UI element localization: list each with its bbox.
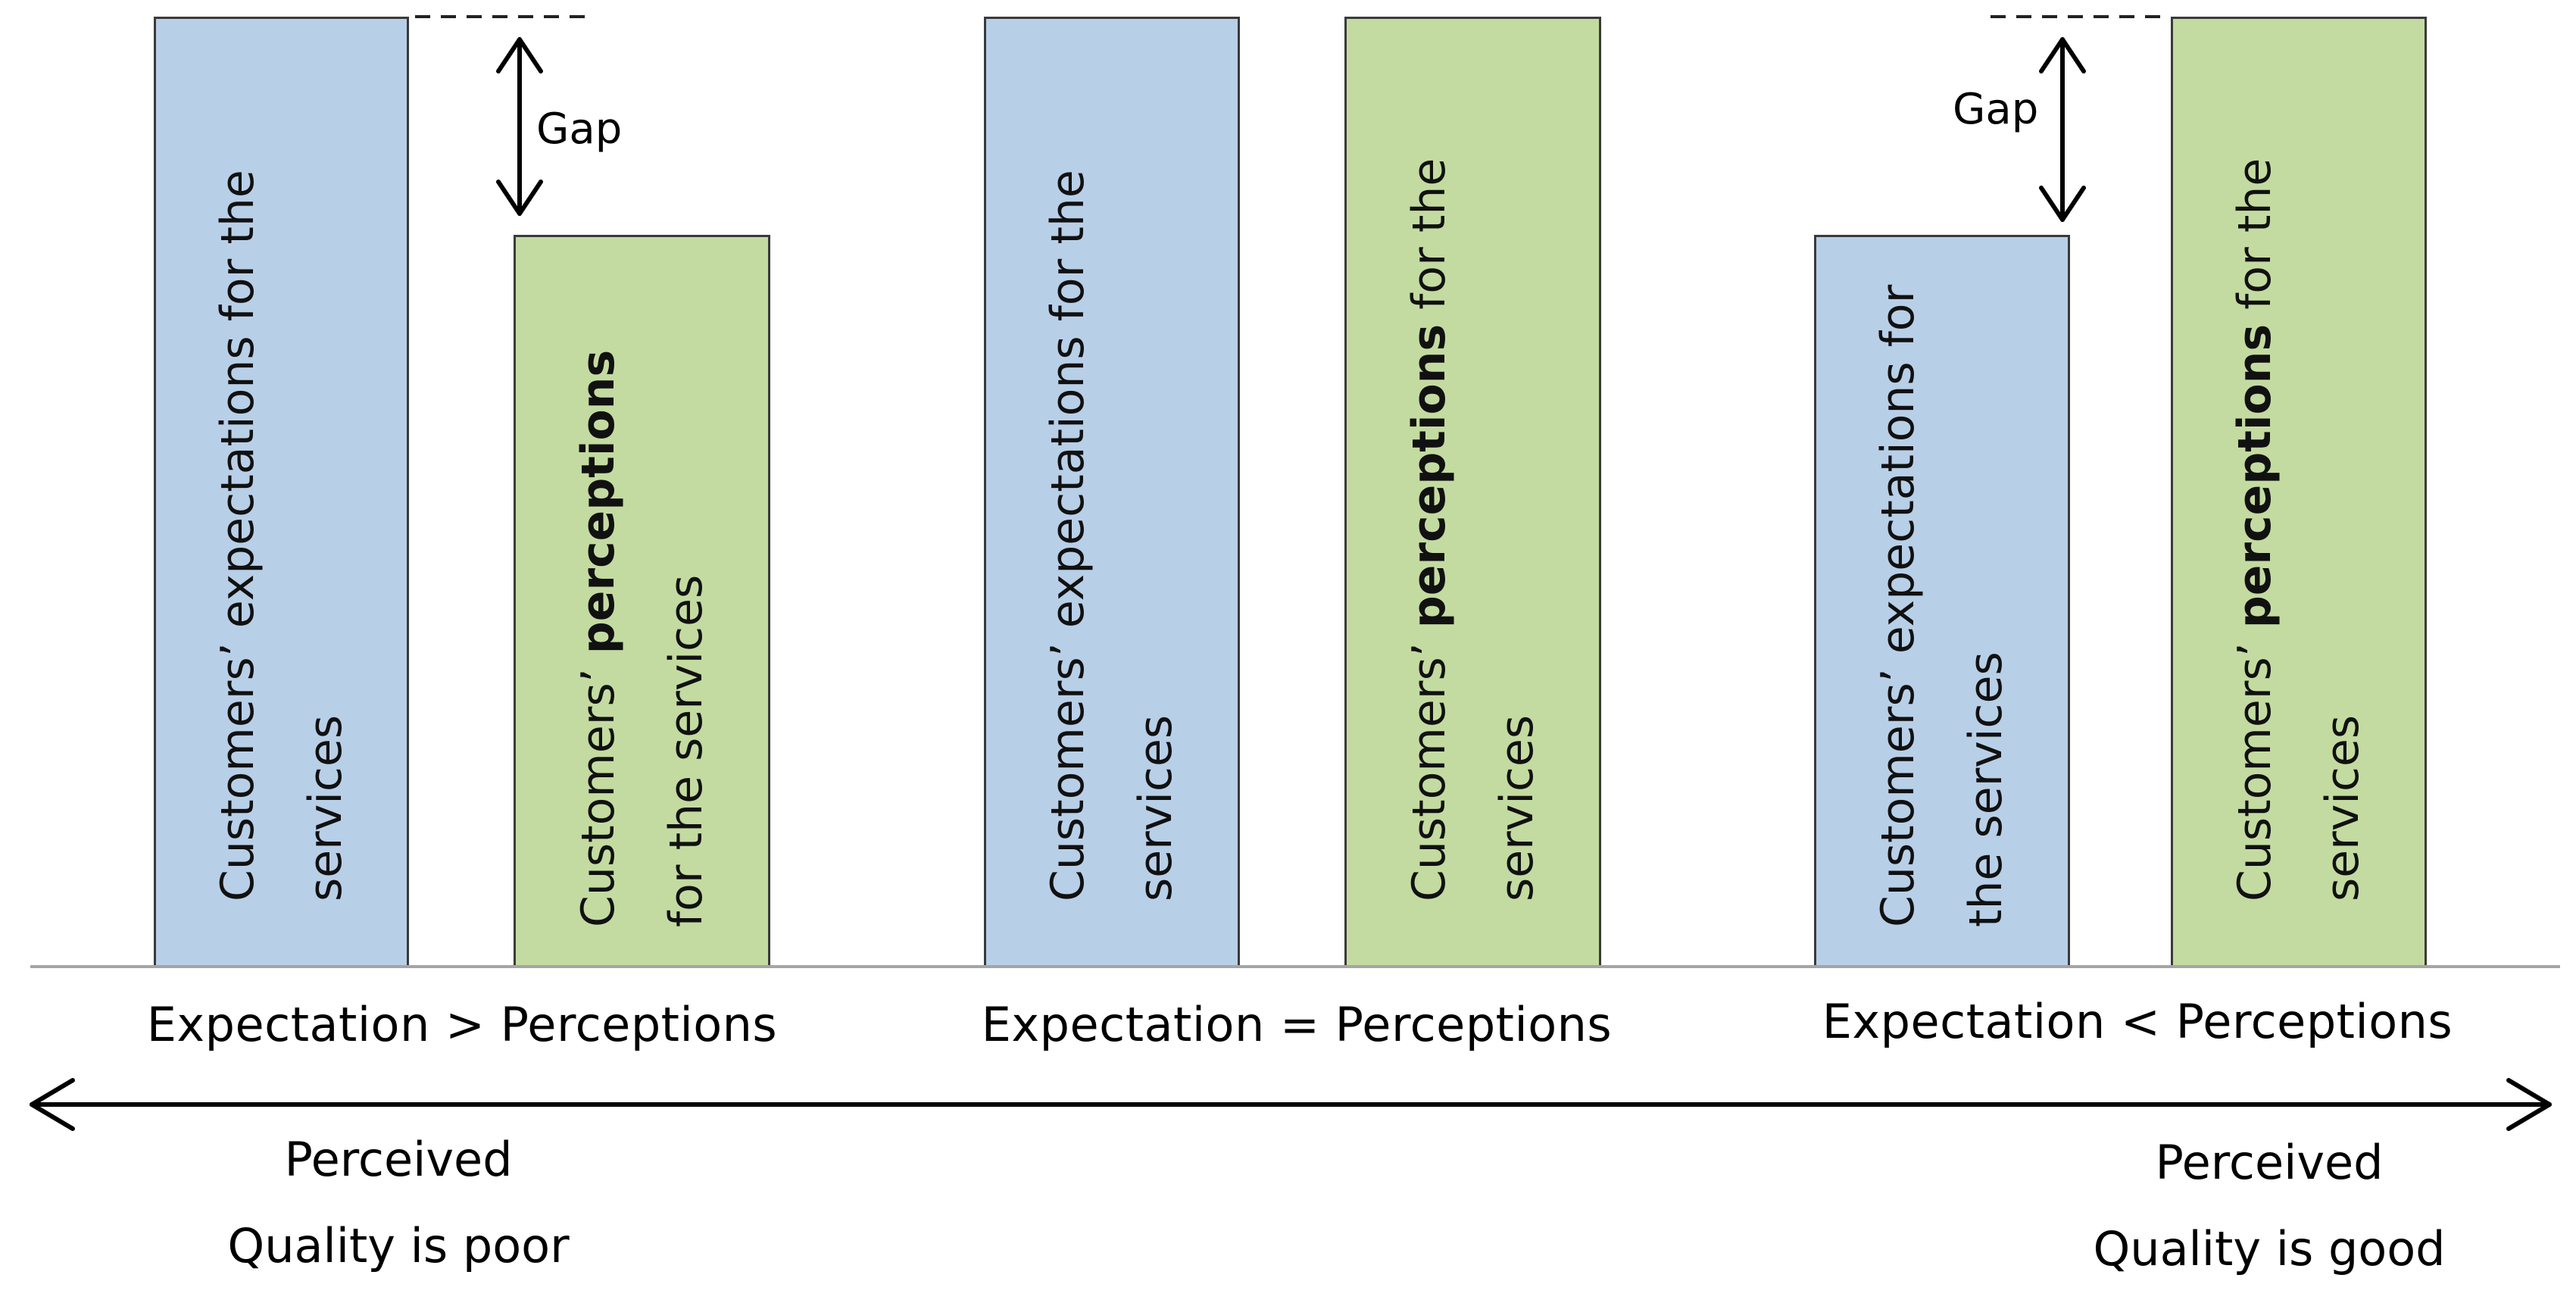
expectation-bar-label: Customers’ expectations for the services	[211, 170, 352, 901]
expectation-bar-label: Customers’ expectations for the services	[1041, 170, 1182, 901]
expectation-bar-group-2: Customers’ expectations for the services	[984, 17, 1240, 968]
baseline	[30, 965, 2560, 968]
caption-expectation-equal: Expectation = Perceptions	[981, 997, 1613, 1052]
gap-label-right: Gap	[1953, 85, 2039, 134]
perception-bar-group-3: Customers’ perceptions for the services	[2171, 17, 2427, 968]
perception-bar-group-1: Customers’ perceptions for the services	[514, 235, 770, 968]
caption-expectation-less: Expectation < Perceptions	[1822, 994, 2453, 1049]
perception-bar-group-2: Customers’ perceptions for the services	[1344, 17, 1601, 968]
perception-bar-label: Customers’ perceptions for the services	[571, 349, 713, 927]
outcome-poor: Perceived Quality is poor	[227, 1132, 570, 1273]
gap-arrow-right	[2039, 37, 2086, 222]
perception-bar-label: Customers’ perceptions for the services	[2228, 158, 2369, 901]
gap-label-left: Gap	[536, 105, 623, 154]
outcome-good: Perceived Quality is good	[2093, 1135, 2446, 1276]
caption-expectation-greater: Expectation > Perceptions	[146, 997, 778, 1052]
expectation-bar-group-3: Customers’ expectations for the services	[1814, 235, 2070, 968]
perception-bar-label: Customers’ perceptions for the services	[1402, 158, 1544, 901]
gap-arrow-left	[496, 37, 543, 216]
expectation-bar-group-1: Customers’ expectations for the services	[154, 17, 409, 968]
expectation-bar-label: Customers’ expectations for the services	[1872, 284, 2012, 927]
